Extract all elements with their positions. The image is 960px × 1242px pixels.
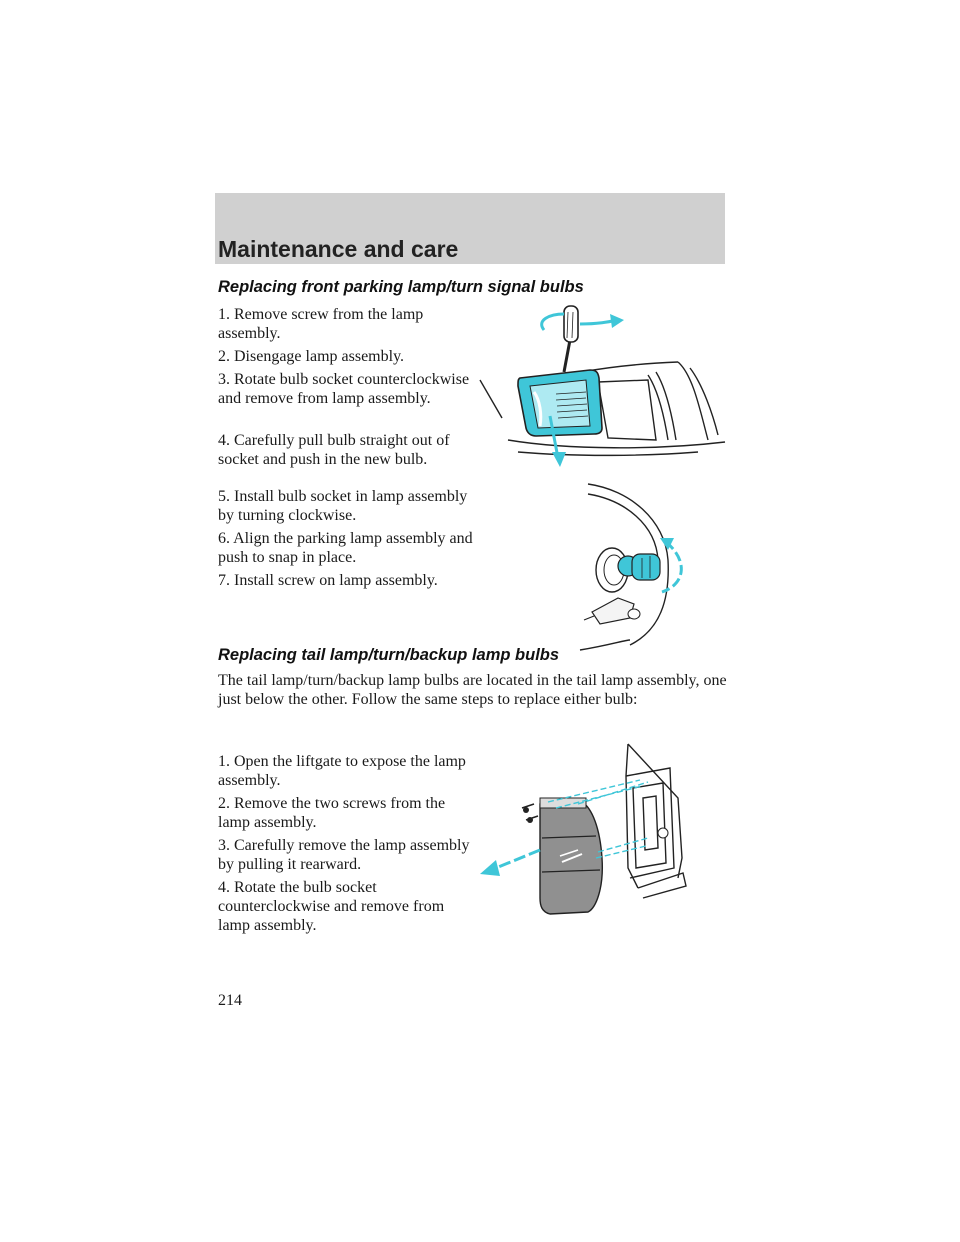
front-step-1: 1. Remove screw from the lamp assembly. — [218, 306, 424, 342]
page-number: 214 — [218, 992, 242, 1009]
front-lamp-heading: Replacing front parking lamp/turn signal… — [218, 278, 584, 296]
header-band — [215, 193, 725, 264]
tail-step-3: 3. Carefully remove the lamp assembly by… — [218, 837, 470, 873]
front-step-7: 7. Install screw on lamp assembly. — [218, 572, 438, 589]
front-step-2: 2. Disengage lamp assembly. — [218, 348, 405, 365]
parking-lamp-removal-illustration — [479, 305, 726, 467]
tail-lamp-heading: Replacing tail lamp/turn/backup lamp bul… — [218, 646, 560, 664]
tail-step-4: 4. Rotate the bulb socket counterclockwi… — [218, 879, 445, 934]
tail-step-1: 1. Open the liftgate to expose the lamp … — [218, 753, 466, 789]
front-step-4: 4. Carefully pull bulb straight out of s… — [218, 432, 450, 468]
front-step-3: 3. Rotate bulb socket counterclockwise a… — [218, 371, 470, 407]
front-step-6: 6. Align the parking lamp assembly and p… — [218, 530, 473, 566]
page-title: Maintenance and care — [218, 236, 459, 262]
tail-lamp-removal-illustration — [480, 743, 687, 915]
bulb-socket-illustration — [579, 483, 683, 651]
tail-step-2: 2. Remove the two screws from the lamp a… — [218, 795, 446, 831]
front-step-5: 5. Install bulb socket in lamp assembly … — [218, 488, 468, 524]
tail-lamp-intro: The tail lamp/turn/backup lamp bulbs are… — [218, 672, 727, 708]
